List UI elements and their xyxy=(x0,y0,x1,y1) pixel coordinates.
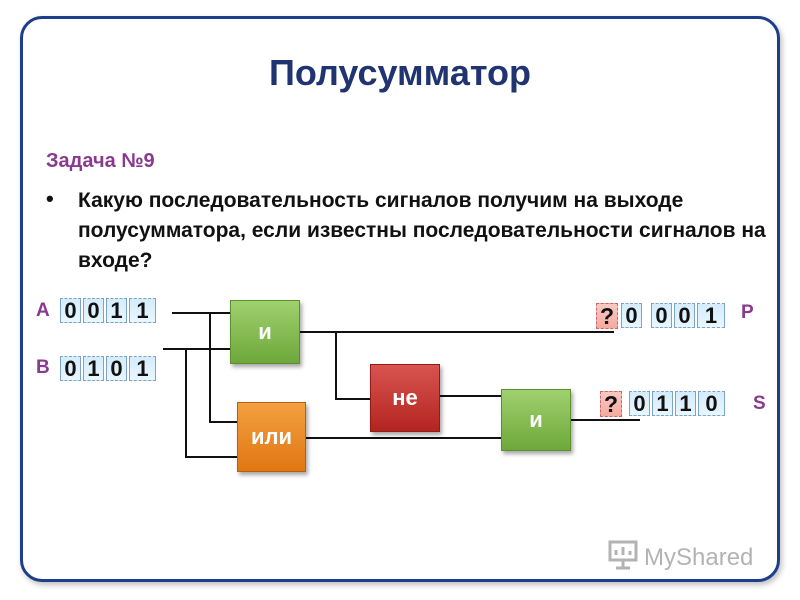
output-s-unknown: ? xyxy=(600,391,622,417)
output-s-bit: 1 xyxy=(652,391,673,416)
label-a: A xyxy=(36,300,50,321)
output-p-sequence: ? 0 0 0 1 xyxy=(596,303,727,329)
input-b-bit: 0 xyxy=(106,356,127,381)
input-a-bit: 1 xyxy=(106,298,127,323)
gate-or: или xyxy=(237,402,306,472)
input-a-sequence: 0 0 1 1 xyxy=(60,298,158,323)
input-b-sequence: 0 1 0 1 xyxy=(60,356,158,381)
output-p-bit: 0 xyxy=(621,303,642,328)
output-s-bit: 0 xyxy=(698,391,725,416)
input-a-bit: 0 xyxy=(60,298,81,323)
input-a-bit: 1 xyxy=(129,298,156,323)
gate-and-1: и xyxy=(230,300,300,364)
output-p-bit: 0 xyxy=(651,303,672,328)
output-s-bit: 1 xyxy=(675,391,696,416)
input-b-bit: 0 xyxy=(60,356,81,381)
output-s-sequence: ? 0 1 1 0 xyxy=(600,391,727,417)
watermark-text: MyShared xyxy=(644,543,754,571)
gate-not: не xyxy=(370,364,440,432)
output-p-bit: 0 xyxy=(674,303,695,328)
input-b-bit: 1 xyxy=(129,356,156,381)
label-s: S xyxy=(753,393,766,414)
slide-title: Полусумматор xyxy=(268,52,531,93)
wire-b-branch xyxy=(185,349,238,458)
label-b: B xyxy=(36,357,50,378)
gate-and-2: и xyxy=(501,389,571,451)
wire-and-to-not xyxy=(335,332,370,400)
bullet-dot: • xyxy=(46,186,54,211)
label-p: P xyxy=(741,302,754,323)
watermark: MyShared xyxy=(606,537,753,578)
output-p-unknown: ? xyxy=(596,303,618,329)
output-s-bit: 0 xyxy=(629,391,650,416)
task-number: Задача №9 xyxy=(46,150,155,172)
presentation-board-icon xyxy=(606,537,640,578)
input-a-bit: 0 xyxy=(83,298,104,323)
question-text: Какую последовательность сигналов получи… xyxy=(78,189,766,272)
output-p-bit: 1 xyxy=(697,303,725,328)
input-b-bit: 1 xyxy=(83,356,104,381)
